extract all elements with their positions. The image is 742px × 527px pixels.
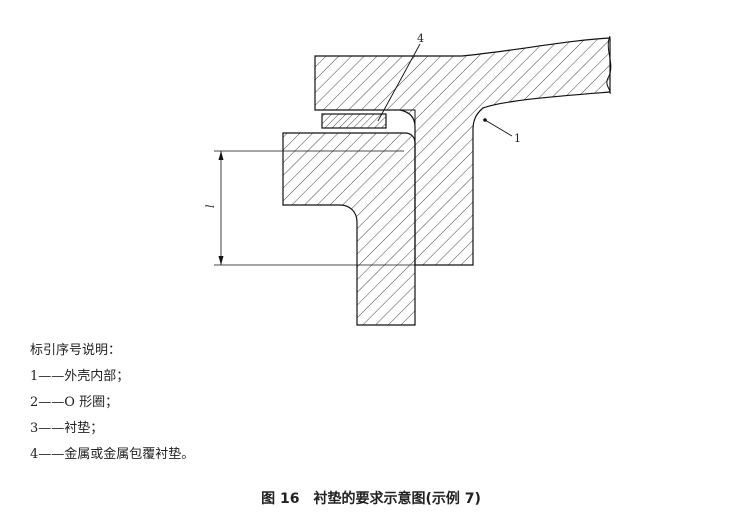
legend: 标引序号说明： 1——外壳内部； 2——O 形圈； 3——衬垫； 4——金属或金… bbox=[30, 338, 194, 468]
legend-item-text: 衬垫； bbox=[64, 421, 104, 436]
gasket-section bbox=[321, 113, 387, 129]
legend-item-number: 4 bbox=[30, 447, 39, 462]
groove-outline bbox=[400, 109, 416, 127]
legend-item-dash: —— bbox=[38, 369, 65, 384]
leader-4 bbox=[377, 43, 421, 122]
legend-item: 2——O 形圈； bbox=[30, 390, 194, 416]
legend-item-number: 2 bbox=[30, 395, 39, 410]
dimension-label-l: l bbox=[204, 204, 217, 208]
legend-item-text: O 形圈； bbox=[64, 395, 119, 410]
seal-cross-section-drawing: 4 1 l bbox=[204, 32, 612, 326]
legend-item: 4——金属或金属包覆衬垫。 bbox=[30, 442, 194, 468]
legend-heading: 标引序号说明： bbox=[30, 343, 122, 358]
legend-item-number: 3 bbox=[30, 421, 39, 436]
legend-item: 3——衬垫； bbox=[30, 416, 194, 442]
figure-caption: 图 16 衬垫的要求示意图(示例 7) bbox=[261, 491, 481, 507]
legend-item-dash: —— bbox=[38, 421, 65, 436]
legend-item: 1——外壳内部； bbox=[30, 364, 194, 390]
housing-section bbox=[314, 37, 611, 266]
legend-item-dash: —— bbox=[38, 395, 65, 410]
legend-item-dash: —— bbox=[38, 447, 65, 462]
leader-1 bbox=[484, 119, 513, 137]
break-line bbox=[606, 35, 612, 95]
legend-item-number: 1 bbox=[30, 369, 39, 384]
callout-1: 1 bbox=[514, 132, 521, 145]
legend-item-text: 金属或金属包覆衬垫。 bbox=[64, 447, 195, 462]
callout-4: 4 bbox=[417, 32, 424, 45]
cover-section bbox=[282, 132, 416, 326]
legend-item-text: 外壳内部； bbox=[64, 369, 130, 384]
dimension-arrow-bottom bbox=[218, 256, 224, 265]
dimension-arrow-top bbox=[218, 151, 224, 160]
